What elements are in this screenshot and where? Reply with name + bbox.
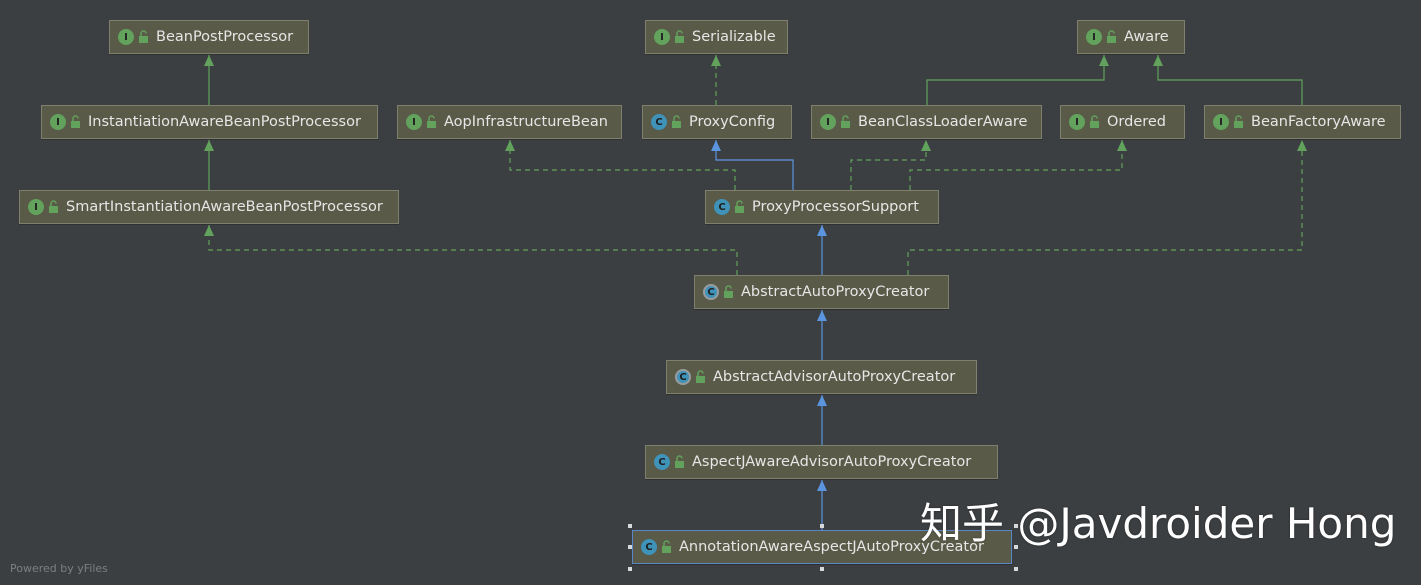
node-label: InstantiationAwareBeanPostProcessor	[88, 114, 361, 130]
edge-arrowhead	[711, 140, 721, 151]
node-aop-infrastructure-bean[interactable]: I AopInfrastructureBean	[397, 105, 622, 139]
abstract-class-icon: C	[703, 284, 719, 300]
node-proxy-processor-support[interactable]: C ProxyProcessorSupport	[705, 190, 939, 224]
edge-arrowhead	[817, 225, 827, 236]
selection-handle[interactable]	[628, 545, 632, 549]
edge-arrowhead	[204, 140, 214, 151]
edge-arrowhead	[204, 55, 214, 66]
node-label: SmartInstantiationAwareBeanPostProcessor	[66, 199, 383, 215]
abstract-class-icon: C	[675, 369, 691, 385]
edge-arrowhead	[921, 140, 931, 151]
edge-arrowhead	[817, 310, 827, 321]
class-icon: C	[651, 114, 667, 130]
inheritance-edge	[907, 140, 1303, 275]
node-bean-class-loader-aware[interactable]: I BeanClassLoaderAware	[811, 105, 1042, 139]
node-instantiation-aware-bean-post-processor[interactable]: I InstantiationAwareBeanPostProcessor	[41, 105, 378, 139]
selection-handle[interactable]	[628, 524, 632, 528]
inheritance-edge	[208, 225, 738, 275]
node-aspectj-aware-advisor-auto-proxy-creator[interactable]: C AspectJAwareAdvisorAutoProxyCreator	[645, 445, 998, 479]
selection-handle[interactable]	[1014, 524, 1018, 528]
node-label: AbstractAutoProxyCreator	[741, 284, 930, 300]
interface-icon: I	[1086, 29, 1102, 45]
node-label: ProxyProcessorSupport	[752, 199, 919, 215]
open-lock-icon	[1234, 115, 1243, 128]
edge-arrowhead	[1153, 55, 1163, 66]
open-lock-icon	[1090, 115, 1099, 128]
interface-icon: I	[50, 114, 66, 130]
inheritance-edge	[909, 140, 1123, 190]
selection-handle[interactable]	[628, 567, 632, 571]
open-lock-icon	[672, 115, 681, 128]
selection-handle[interactable]	[1014, 567, 1018, 571]
selection-handle[interactable]	[820, 524, 824, 528]
node-bean-post-processor[interactable]: I BeanPostProcessor	[109, 20, 309, 54]
open-lock-icon	[139, 30, 148, 43]
inheritance-edge	[715, 140, 794, 190]
selection-handle[interactable]	[1014, 545, 1018, 549]
open-lock-icon	[735, 200, 744, 213]
node-abstract-advisor-auto-proxy-creator[interactable]: C AbstractAdvisorAutoProxyCreator	[666, 360, 977, 394]
class-icon: C	[714, 199, 730, 215]
edge-arrowhead	[505, 140, 515, 151]
node-proxy-config[interactable]: C ProxyConfig	[642, 105, 792, 139]
open-lock-icon	[696, 370, 705, 383]
open-lock-icon	[675, 30, 684, 43]
open-lock-icon	[49, 200, 58, 213]
powered-by-footer: Powered by yFiles	[10, 562, 108, 575]
inheritance-edge	[850, 140, 927, 190]
edge-arrowhead	[204, 225, 214, 236]
node-bean-factory-aware[interactable]: I BeanFactoryAware	[1204, 105, 1401, 139]
edge-arrowhead	[817, 480, 827, 491]
interface-icon: I	[28, 199, 44, 215]
node-label: ProxyConfig	[689, 114, 776, 130]
edge-arrowhead	[1099, 55, 1109, 66]
open-lock-icon	[662, 540, 671, 553]
node-smart-instantiation-aware-bean-post-processor[interactable]: I SmartInstantiationAwareBeanPostProcess…	[19, 190, 399, 224]
node-annotation-aware-aspectj-auto-proxy-creator[interactable]: C AnnotationAwareAspectJAutoProxyCreator	[632, 530, 1012, 564]
node-abstract-auto-proxy-creator[interactable]: C AbstractAutoProxyCreator	[694, 275, 949, 309]
open-lock-icon	[71, 115, 80, 128]
node-label: BeanPostProcessor	[156, 29, 294, 45]
node-label: AspectJAwareAdvisorAutoProxyCreator	[692, 454, 972, 470]
interface-icon: I	[406, 114, 422, 130]
interface-icon: I	[118, 29, 134, 45]
open-lock-icon	[427, 115, 436, 128]
edge-arrowhead	[1117, 140, 1127, 151]
node-label: AnnotationAwareAspectJAutoProxyCreator	[679, 539, 984, 555]
inheritance-edge	[1157, 55, 1303, 105]
edge-arrowhead	[817, 395, 827, 406]
node-aware[interactable]: I Aware	[1077, 20, 1185, 54]
class-icon: C	[654, 454, 670, 470]
interface-icon: I	[1069, 114, 1085, 130]
open-lock-icon	[841, 115, 850, 128]
edge-arrowhead	[1297, 140, 1307, 151]
node-label: Aware	[1124, 29, 1169, 45]
selection-handle[interactable]	[820, 567, 824, 571]
node-label: Ordered	[1107, 114, 1167, 130]
node-label: BeanClassLoaderAware	[858, 114, 1028, 130]
edge-arrowhead	[711, 55, 721, 66]
open-lock-icon	[675, 455, 684, 468]
watermark: 知乎 @Javdroider Hong	[920, 499, 1397, 548]
node-label: AbstractAdvisorAutoProxyCreator	[713, 369, 956, 385]
open-lock-icon	[724, 285, 733, 298]
class-icon: C	[641, 539, 657, 555]
node-serializable[interactable]: I Serializable	[645, 20, 788, 54]
open-lock-icon	[1107, 30, 1116, 43]
node-ordered[interactable]: I Ordered	[1060, 105, 1185, 139]
node-label: Serializable	[692, 29, 776, 45]
interface-icon: I	[654, 29, 670, 45]
inheritance-edge	[926, 55, 1105, 105]
interface-icon: I	[820, 114, 836, 130]
inheritance-edge	[509, 140, 736, 190]
interface-icon: I	[1213, 114, 1229, 130]
node-label: BeanFactoryAware	[1251, 114, 1386, 130]
node-label: AopInfrastructureBean	[444, 114, 608, 130]
